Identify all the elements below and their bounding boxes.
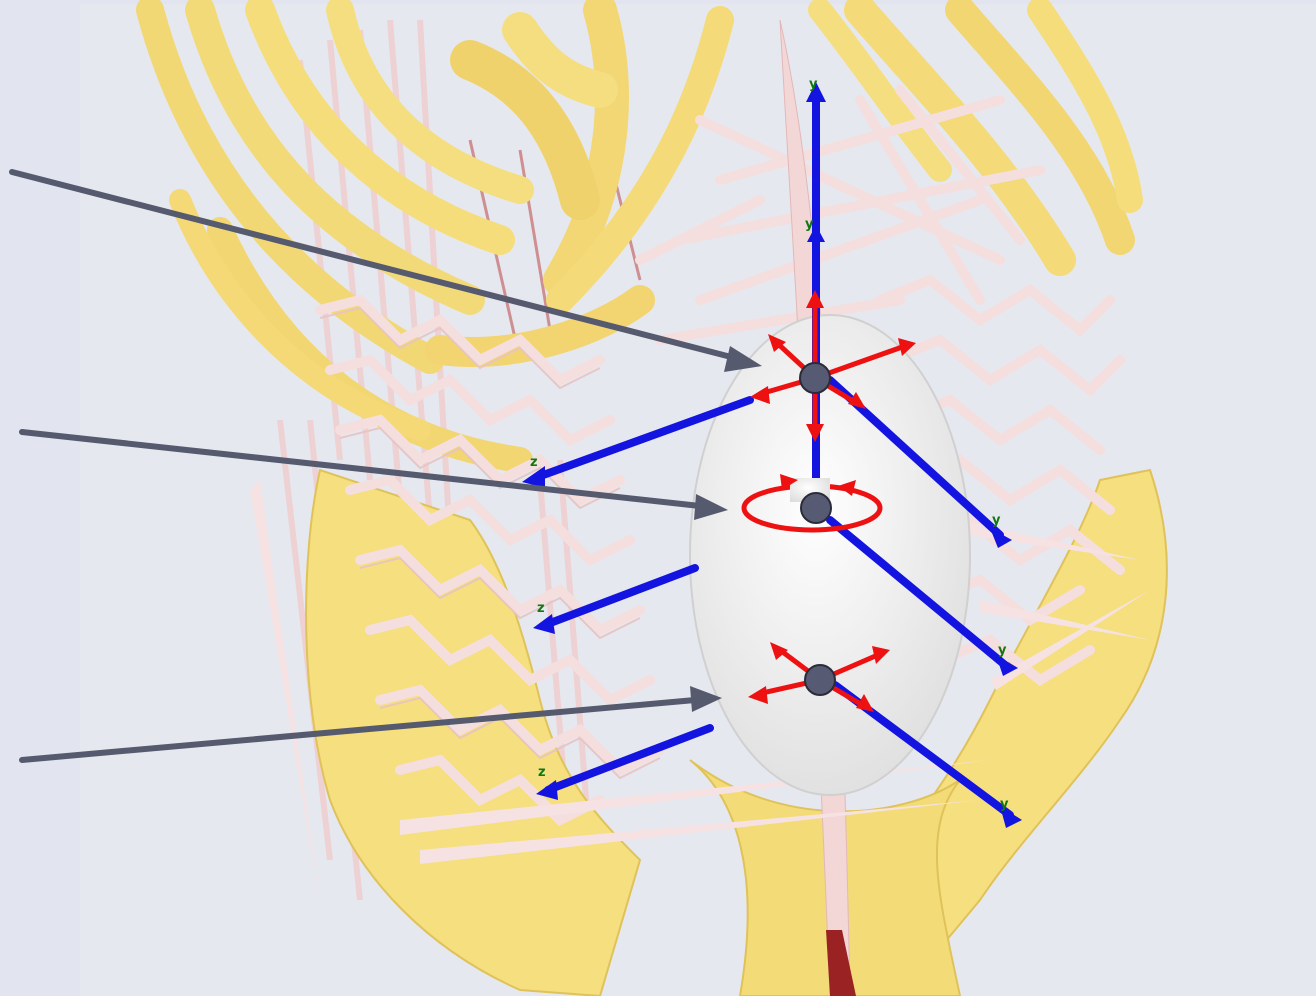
joint-node-icon[interactable]	[800, 363, 830, 393]
rib-cage	[150, 10, 1130, 460]
joint-node-icon[interactable]	[805, 665, 835, 695]
axis-label-upper: y	[805, 217, 814, 232]
axis-label-top: y	[809, 77, 818, 92]
axis-label-left-3: z	[538, 765, 546, 780]
rotation-node-icon[interactable]	[801, 493, 831, 523]
axis-label-right-1: y	[992, 513, 1001, 528]
axis-label-left-1: z	[530, 455, 538, 470]
axis-label-right-3: y	[1000, 797, 1009, 812]
axis-label-right-2: y	[998, 643, 1007, 658]
axis-label-left-2: z	[537, 601, 545, 616]
